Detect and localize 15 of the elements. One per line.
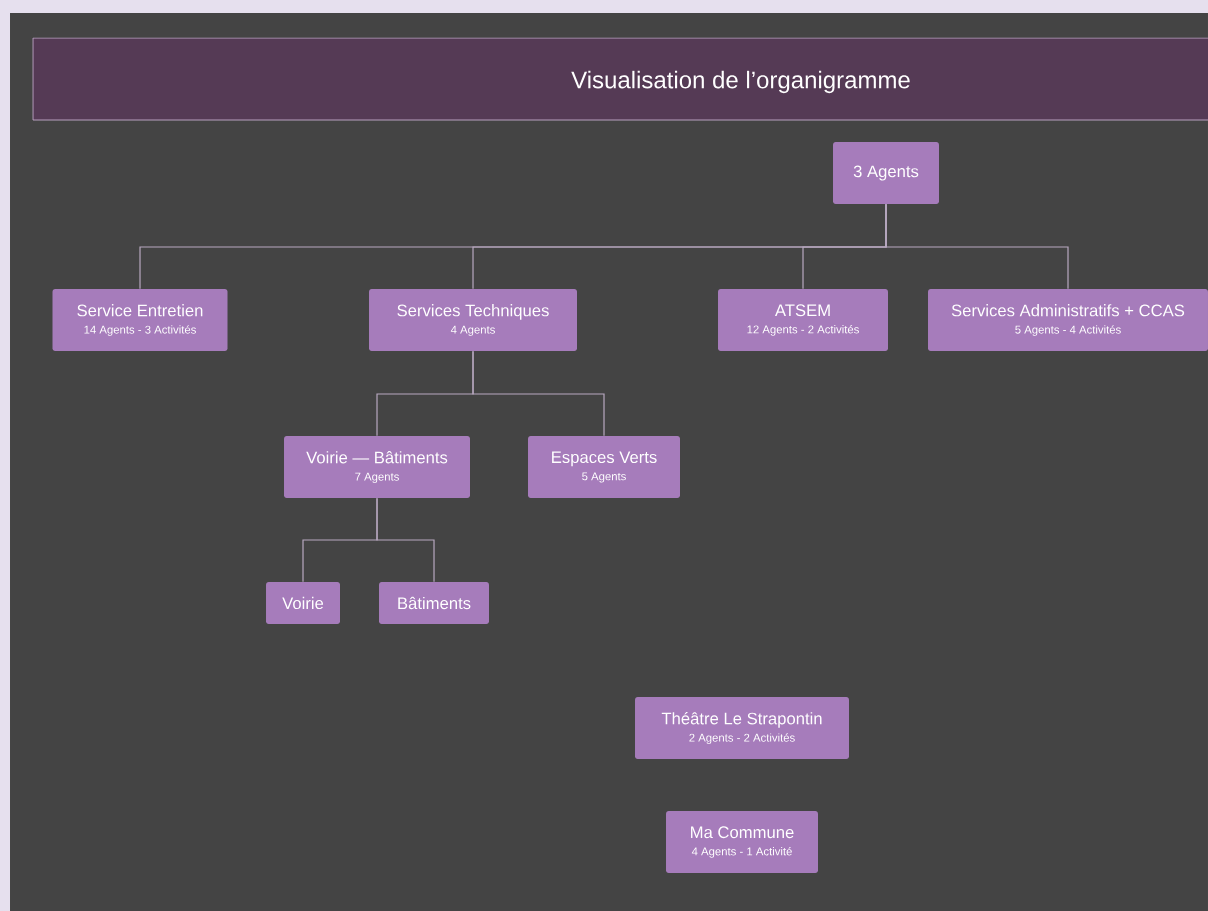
org-box: Théâtre Le Strapontin 2 Agents - 2 Activités [635,697,849,759]
org-box: Service Entretien 14 Agents - 3 Activités [52,289,228,351]
connector-line [885,203,1069,290]
org-box: ATSEM 12 Agents - 2 Activités [718,289,888,351]
org-box: 3 Agents [833,142,939,204]
org-box: Services Techniques 4 Agents [369,289,577,351]
org-box: Services Administratifs + CCAS 5 Agents - 4 Activités [928,289,1208,351]
title-band: Visualisation de l’organigramme [32,37,1208,121]
connector-line [472,350,605,437]
org-box: Bâtiments [379,582,489,624]
org-box: Espaces Verts 5 Agents [528,436,680,498]
org-box: Ma Commune 4 Agents - 1 Activité [666,811,818,873]
connector-line [376,497,435,583]
org-box: Voirie — Bâtiments 7 Agents [284,436,470,498]
org-box: Voirie [266,582,340,624]
